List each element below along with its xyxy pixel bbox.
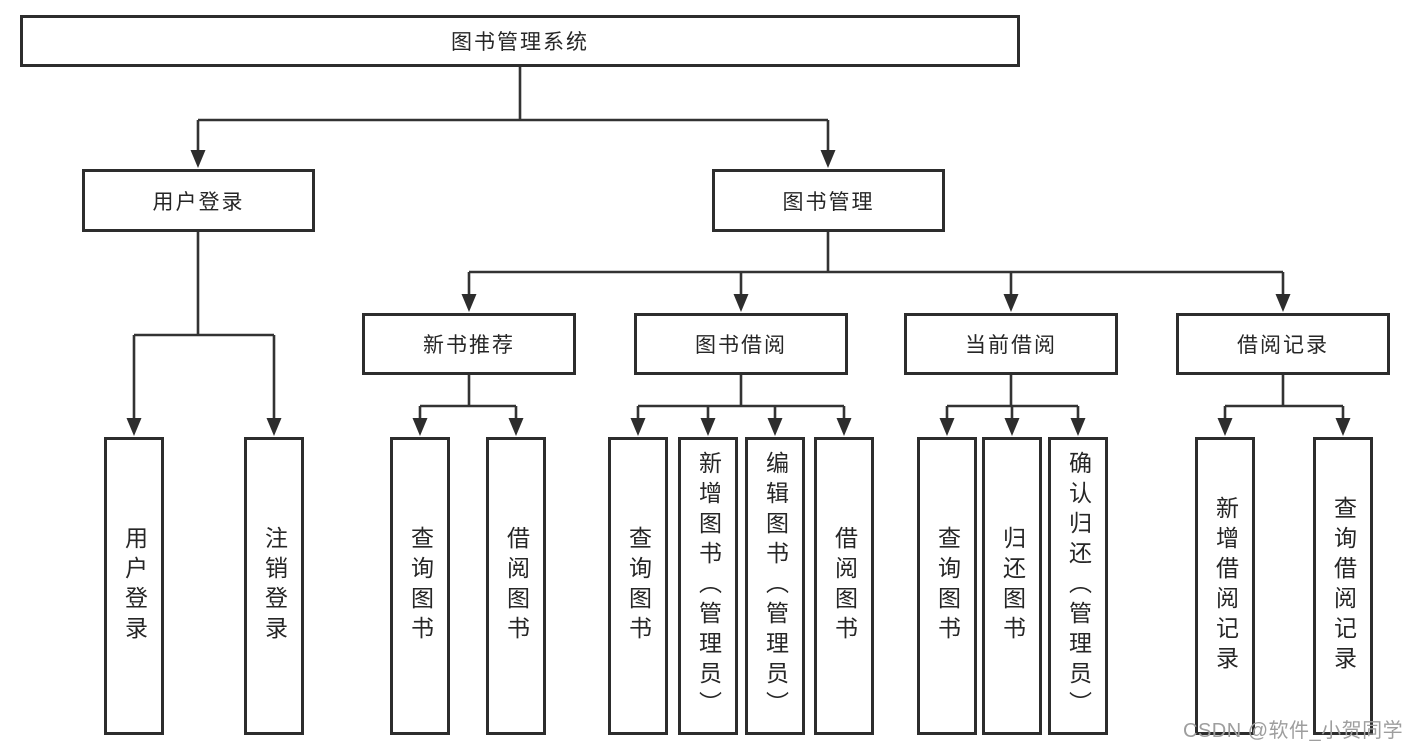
leaf-add-borrow-record: 新增借阅记录 bbox=[1195, 437, 1255, 735]
leaf-add-books-admin-label: 新增图书（管理员） bbox=[695, 451, 722, 721]
leaf-query-borrow-record: 查询借阅记录 bbox=[1313, 437, 1373, 735]
leaf-return-books: 归还图书 bbox=[982, 437, 1042, 735]
leaf-edit-books-admin-label: 编辑图书（管理员） bbox=[762, 451, 789, 721]
node-library-management-system: 图书管理系统 bbox=[20, 15, 1020, 67]
leaf-confirm-return-admin-label: 确认归还（管理员） bbox=[1065, 451, 1092, 721]
leaf-return-books-label: 归还图书 bbox=[999, 526, 1026, 646]
node-new-book-recommend: 新书推荐 bbox=[362, 313, 576, 375]
node-user-login: 用户登录 bbox=[82, 169, 315, 232]
leaf-query-books-newbook: 查询图书 bbox=[390, 437, 450, 735]
leaf-query-books-current: 查询图书 bbox=[917, 437, 977, 735]
node-book-borrow: 图书借阅 bbox=[634, 313, 848, 375]
leaf-logout-login: 注销登录 bbox=[244, 437, 304, 735]
leaf-add-books-admin: 新增图书（管理员） bbox=[678, 437, 738, 735]
leaf-add-borrow-record-label: 新增借阅记录 bbox=[1212, 496, 1239, 676]
leaf-query-books-current-label: 查询图书 bbox=[934, 526, 961, 646]
leaf-borrow-books-newbook: 借阅图书 bbox=[486, 437, 546, 735]
arrowheads bbox=[126, 150, 1351, 436]
leaf-edit-books-admin: 编辑图书（管理员） bbox=[745, 437, 805, 735]
leaf-query-books-borrow-label: 查询图书 bbox=[625, 526, 652, 646]
leaf-borrow-books-borrow: 借阅图书 bbox=[814, 437, 874, 735]
leaf-borrow-books-newbook-label: 借阅图书 bbox=[503, 526, 530, 646]
leaf-user-login-label: 用户登录 bbox=[121, 526, 148, 646]
node-borrow-records: 借阅记录 bbox=[1176, 313, 1390, 375]
node-book-management: 图书管理 bbox=[712, 169, 945, 232]
leaf-confirm-return-admin: 确认归还（管理员） bbox=[1048, 437, 1108, 735]
node-current-borrow: 当前借阅 bbox=[904, 313, 1118, 375]
leaf-borrow-books-borrow-label: 借阅图书 bbox=[831, 526, 858, 646]
leaf-query-books-borrow: 查询图书 bbox=[608, 437, 668, 735]
leaf-query-borrow-record-label: 查询借阅记录 bbox=[1330, 496, 1357, 676]
csdn-watermark: CSDN @软件_小贺同学 bbox=[1183, 720, 1404, 742]
connector-paths bbox=[132, 67, 1345, 420]
leaf-user-login: 用户登录 bbox=[104, 437, 164, 735]
leaf-query-books-newbook-label: 查询图书 bbox=[407, 526, 434, 646]
leaf-logout-login-label: 注销登录 bbox=[261, 526, 288, 646]
